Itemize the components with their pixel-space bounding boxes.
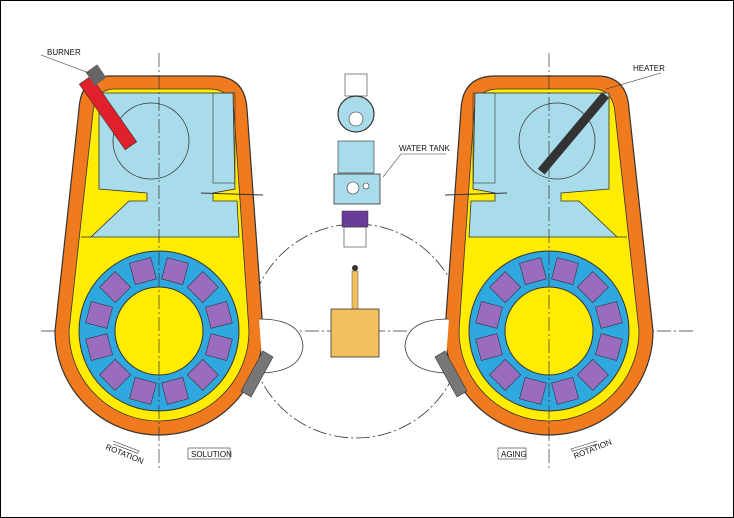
- left-door: [240, 318, 304, 398]
- load-basket: [519, 377, 547, 405]
- load-basket: [99, 358, 132, 391]
- load-basket: [129, 257, 157, 285]
- load-basket: [129, 377, 157, 405]
- rotation-arrow-left-icon: [112, 440, 140, 455]
- load-basket: [551, 377, 579, 405]
- load-baskets: [85, 257, 623, 405]
- load-basket: [205, 333, 233, 361]
- aging-label: AGING: [501, 450, 527, 459]
- burner-assembly: [40, 54, 138, 151]
- load-basket: [186, 358, 219, 391]
- load-basket: [205, 301, 233, 329]
- load-basket: [186, 271, 219, 304]
- solution-label: SOLUTION: [191, 450, 232, 459]
- load-basket: [576, 358, 609, 391]
- load-basket: [475, 333, 503, 361]
- load-basket: [519, 257, 547, 285]
- water-tank-assembly: [330, 73, 446, 358]
- rotation-arrow-right-icon: [570, 440, 598, 453]
- load-basket: [85, 301, 113, 329]
- aging-label-box: [497, 447, 527, 460]
- load-basket: [595, 333, 623, 361]
- rotation-label-left: ROTATION: [104, 443, 145, 466]
- load-basket: [595, 301, 623, 329]
- load-basket: [576, 271, 609, 304]
- load-basket: [489, 358, 522, 391]
- load-basket: [161, 377, 189, 405]
- burner-label: BURNER: [47, 48, 81, 57]
- solution-label-box: [187, 447, 231, 460]
- load-basket: [489, 271, 522, 304]
- load-basket: [99, 271, 132, 304]
- load-basket: [551, 257, 579, 285]
- load-basket: [161, 257, 189, 285]
- water-tank-label: WATER TANK: [399, 144, 450, 153]
- right-door: [404, 318, 468, 398]
- load-basket: [85, 333, 113, 361]
- heater-label: HEATER: [633, 64, 665, 73]
- load-basket: [475, 301, 503, 329]
- heater-assembly: [537, 72, 662, 175]
